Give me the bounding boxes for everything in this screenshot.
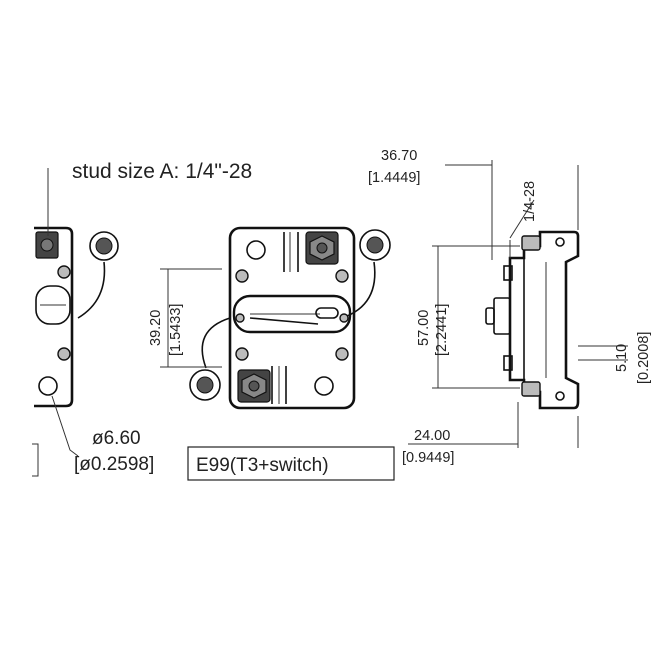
stud-spacing-in: [1.5433] xyxy=(168,304,184,356)
model-label: E99(T3+switch) xyxy=(196,455,329,476)
width-top-mm: 36.70 xyxy=(381,148,417,164)
width-top-in: [1.4449] xyxy=(368,170,420,186)
model-box xyxy=(187,446,395,481)
center-front-view xyxy=(160,226,391,410)
flange-mm: 5.10 xyxy=(614,344,630,372)
hole-diameter-mm: ø6.60 xyxy=(92,428,141,449)
right-side-view xyxy=(408,160,628,448)
depth-mm: 24.00 xyxy=(414,428,450,444)
height-mm: 57.00 xyxy=(416,310,432,346)
height-in: [2.2441] xyxy=(434,304,450,356)
stud-spacing-mm: 39.20 xyxy=(148,310,164,346)
stud-size-label: stud size A: 1/4"-28 xyxy=(72,160,252,183)
flange-in: [0.2008] xyxy=(636,332,652,384)
depth-in: [0.9449] xyxy=(402,450,454,466)
hole-diameter-in: [ø0.2598] xyxy=(74,454,154,475)
left-partial-view xyxy=(32,168,119,477)
thread-spec: 1/4-28 xyxy=(522,181,538,222)
